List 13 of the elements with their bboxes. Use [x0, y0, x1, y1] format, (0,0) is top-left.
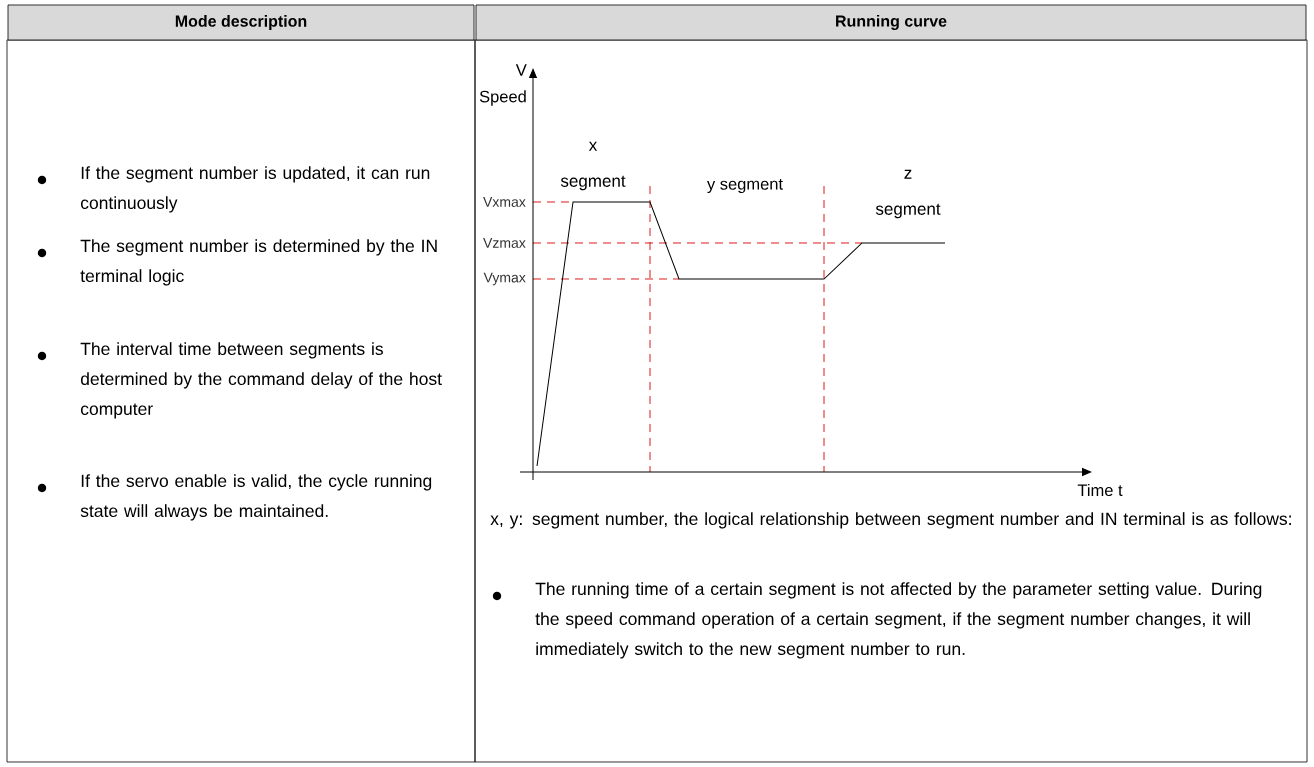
bullet-text: The interval time between segments is determined by the command delay of the host computer: [80, 342, 442, 419]
speed-level-label: Vzmax: [482, 237, 527, 249]
bullet-text: The running time of a certain segment is not affected by the parameter setting value. During the speed command operation of a certain segment, if the segment number changes, it will immediately switch to the new segment number to run.: [535, 582, 1262, 659]
segment-label: z segment: [875, 169, 941, 219]
header-cell: Running curve: [475, 4, 1307, 41]
segment-label: x segment: [560, 141, 626, 191]
axis-label: Speed: [478, 89, 528, 107]
note-text: x, y: segment number, the logical relationship between segment number and IN terminal is as follows:: [490, 512, 1291, 529]
header-cell: Mode description: [7, 4, 475, 41]
speed-level-label: Vxmax: [482, 196, 527, 208]
bullet-text: If the servo enable is valid, the cycle running state will always be maintained.: [80, 474, 432, 521]
bullet-text: The segment number is determined by the IN terminal logic: [80, 239, 437, 286]
bullet-text: If the segment number is updated, it can run continuously: [80, 166, 430, 213]
